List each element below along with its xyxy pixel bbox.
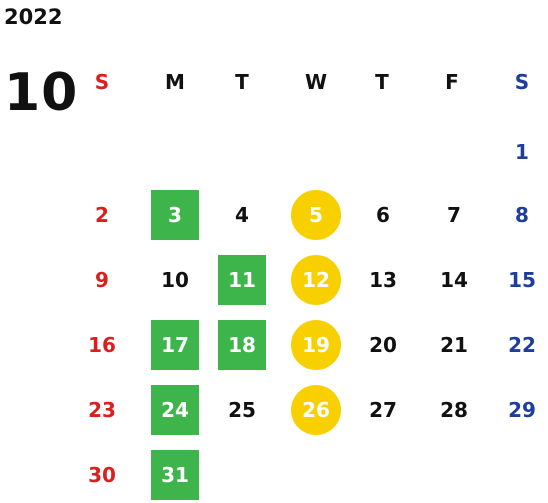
day-cell-sat-15: 15	[508, 268, 536, 292]
day-cell-sat-22: 22	[508, 333, 536, 357]
day-cell-wed-19: 19	[291, 320, 341, 370]
day-cell-sat-1: 1	[515, 140, 529, 164]
weekday-header-sat: S	[514, 70, 530, 94]
day-cell-thu-27: 27	[369, 398, 397, 422]
day-cell-fri-14: 14	[440, 268, 468, 292]
weekday-header-tue: T	[235, 70, 249, 94]
weekday-header-fri: F	[445, 70, 459, 94]
day-cell-wed-26: 26	[291, 385, 341, 435]
day-cell-fri-28: 28	[440, 398, 468, 422]
day-cell-sun-30: 30	[88, 463, 116, 487]
day-cell-fri-7: 7	[447, 203, 461, 227]
weekday-header-thu: T	[375, 70, 389, 94]
month-number: 10	[4, 63, 79, 123]
day-cell-wed-5: 5	[291, 190, 341, 240]
weekday-header-sun: S	[94, 70, 110, 94]
weekday-header-mon: M	[165, 70, 185, 94]
day-cell-mon-3: 3	[151, 190, 199, 240]
day-cell-mon-31: 31	[151, 450, 199, 500]
weekday-header-wed: W	[304, 70, 328, 94]
day-cell-thu-6: 6	[376, 203, 390, 227]
day-cell-tue-4: 4	[235, 203, 249, 227]
day-cell-tue-11: 11	[218, 255, 266, 305]
day-cell-fri-21: 21	[440, 333, 468, 357]
year-label: 2022	[4, 5, 63, 29]
day-cell-sat-29: 29	[508, 398, 536, 422]
day-cell-thu-20: 20	[369, 333, 397, 357]
day-cell-mon-24: 24	[151, 385, 199, 435]
day-cell-tue-18: 18	[218, 320, 266, 370]
day-cell-sun-2: 2	[95, 203, 109, 227]
day-cell-sun-23: 23	[88, 398, 116, 422]
day-cell-thu-13: 13	[369, 268, 397, 292]
day-cell-mon-17: 17	[151, 320, 199, 370]
day-cell-sat-8: 8	[515, 203, 529, 227]
day-cell-mon-10: 10	[161, 268, 189, 292]
day-cell-tue-25: 25	[228, 398, 256, 422]
day-cell-sun-9: 9	[95, 268, 109, 292]
day-cell-sun-16: 16	[88, 333, 116, 357]
day-cell-wed-12: 12	[291, 255, 341, 305]
